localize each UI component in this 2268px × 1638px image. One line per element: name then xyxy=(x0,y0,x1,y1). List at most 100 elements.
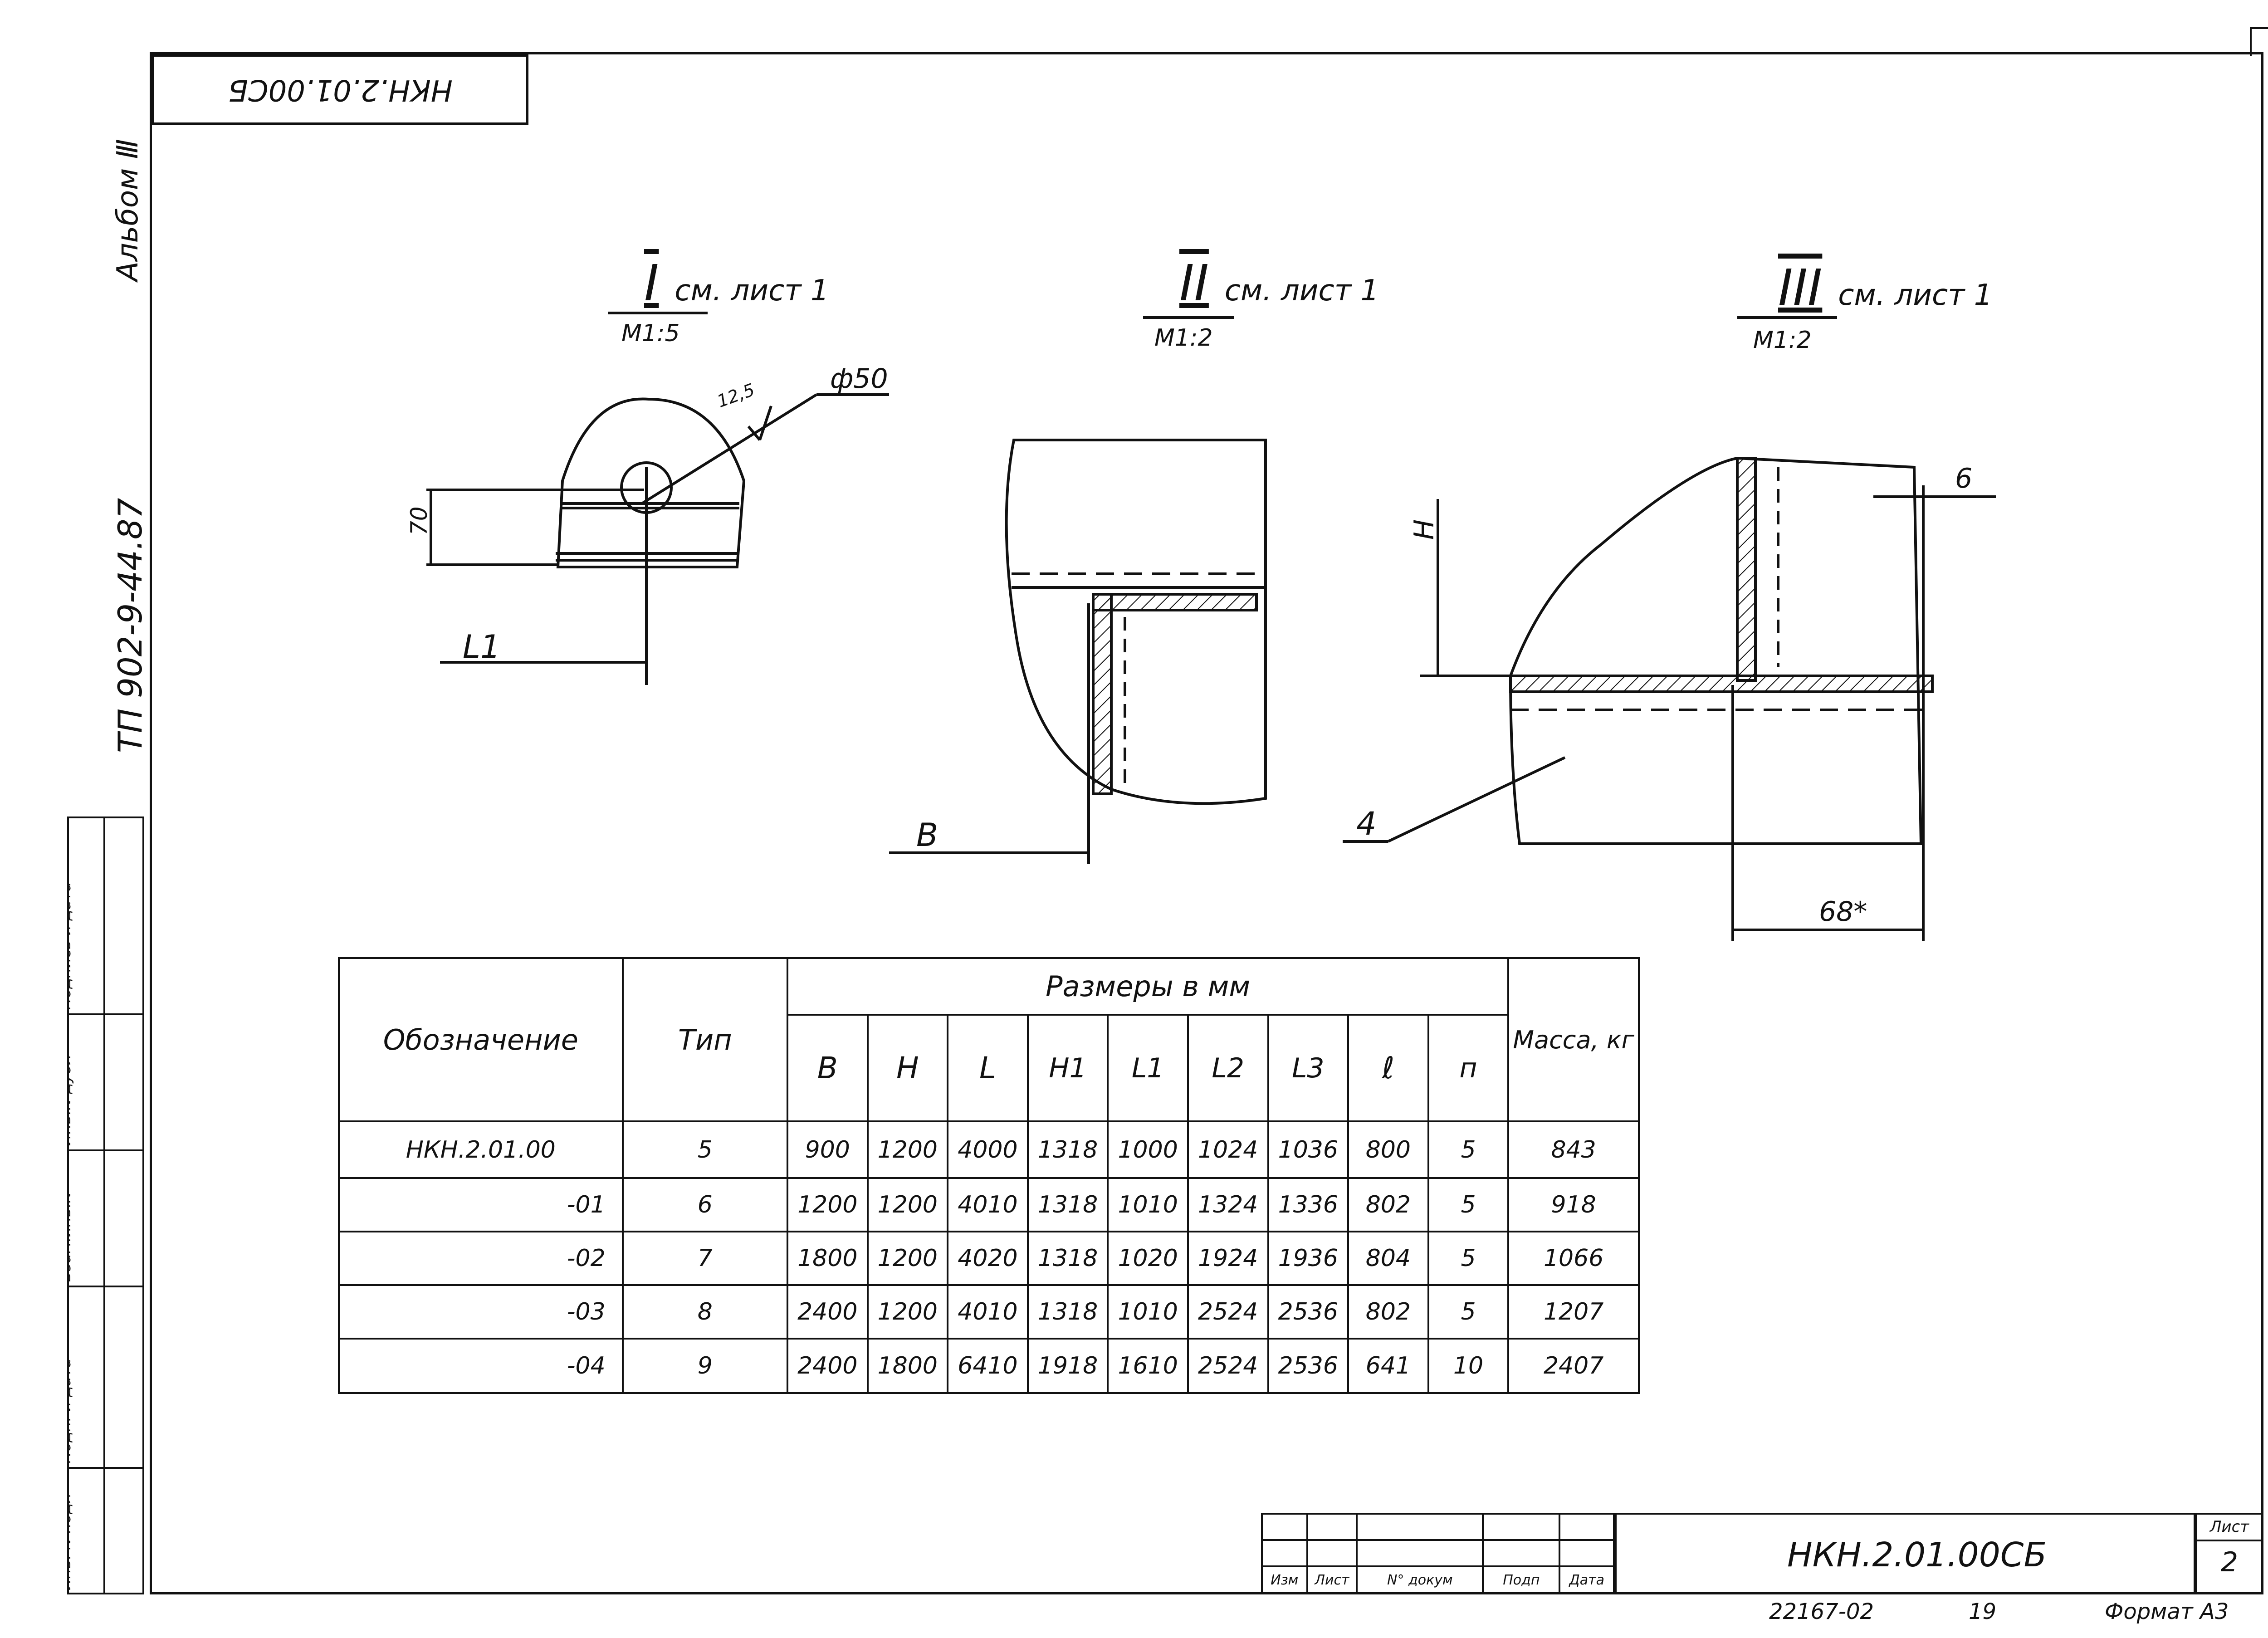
cell: 2524 xyxy=(1187,1284,1269,1340)
cell: 1200 xyxy=(866,1284,949,1340)
cell: 2536 xyxy=(1267,1338,1349,1394)
view-3-ref: см. лист 1 xyxy=(1838,279,1993,312)
view-3-body xyxy=(1509,456,1923,845)
cell: 1036 xyxy=(1267,1120,1349,1179)
side-stamp-column: Подпись и дата Инв.N дубл Взам.инв.N Под… xyxy=(67,817,144,1594)
cell: 5 xyxy=(1427,1284,1510,1340)
tb-label-sheet: Лист xyxy=(1306,1565,1358,1594)
spec-table: Обозначение Тип Размеры в мм Масса, кг В… xyxy=(338,957,1640,1394)
row-type: 8 xyxy=(621,1284,788,1340)
cell: 1010 xyxy=(1107,1177,1189,1232)
callout-4: 4 xyxy=(1356,805,1377,842)
hdr-col-ell: ℓ xyxy=(1347,1014,1429,1122)
cell: 1324 xyxy=(1187,1177,1269,1232)
cell: 2400 xyxy=(786,1284,869,1340)
cell: 1010 xyxy=(1107,1284,1189,1340)
row-mass: 2407 xyxy=(1507,1338,1640,1394)
title-block-code: НКН.2.01.00СБ xyxy=(1787,1535,2047,1574)
row-mass: 843 xyxy=(1507,1120,1640,1179)
corner-marker xyxy=(2250,27,2268,56)
stamp-box: НКН.2.01.00СБ xyxy=(152,54,528,125)
row-designation: -02 xyxy=(338,1231,624,1286)
cell: 1800 xyxy=(786,1231,869,1286)
side-cell-dup-inv: Инв.N дубл xyxy=(69,1013,142,1149)
view-2-body xyxy=(1005,439,1267,805)
hdr-designation: Обозначение xyxy=(338,957,624,1122)
sheet-label: Лист xyxy=(2197,1515,2262,1541)
dim-68: 68* xyxy=(1819,896,1867,928)
cell: 1936 xyxy=(1267,1231,1349,1286)
cell: 641 xyxy=(1347,1338,1429,1394)
cell: 1020 xyxy=(1107,1231,1189,1286)
cell: 1800 xyxy=(866,1338,949,1394)
hdr-col-h1: Н1 xyxy=(1026,1014,1109,1122)
row-designation: -04 xyxy=(338,1338,624,1394)
sheet-cell: Лист 2 xyxy=(2195,1513,2263,1594)
row-mass: 1066 xyxy=(1507,1231,1640,1286)
cell: 802 xyxy=(1347,1177,1429,1232)
footer-left: 22167-02 xyxy=(1769,1599,1874,1624)
cell: 10 xyxy=(1427,1338,1510,1394)
cell: 1336 xyxy=(1267,1177,1349,1232)
side-cell-replace-inv: Взам.инв.N xyxy=(69,1149,142,1286)
dim-6: 6 xyxy=(1955,463,1973,494)
view-1-ref: см. лист 1 xyxy=(675,274,829,308)
cell: 1024 xyxy=(1187,1120,1269,1179)
sheet-number: 2 xyxy=(2220,1546,2239,1578)
view-2-roman: II xyxy=(1179,254,1209,312)
side-divider xyxy=(103,817,105,1594)
hdr-mass: Масса, кг xyxy=(1507,957,1640,1122)
hdr-col-l3: L3 xyxy=(1267,1014,1349,1122)
row-designation: -03 xyxy=(338,1284,624,1340)
dim-b: В xyxy=(916,817,938,854)
cell: 1610 xyxy=(1107,1338,1189,1394)
view-1-title: I см. лист 1 xyxy=(644,254,829,312)
roughness-mark xyxy=(747,425,761,441)
row-type: 5 xyxy=(621,1120,788,1179)
cell: 1200 xyxy=(866,1231,949,1286)
view-2-scale: М1:2 xyxy=(1154,324,1213,352)
cell: 1318 xyxy=(1026,1284,1109,1340)
cell: 4000 xyxy=(947,1120,1029,1179)
hdr-col-n: п xyxy=(1427,1014,1510,1122)
row-type: 7 xyxy=(621,1231,788,1286)
hdr-type: Тип xyxy=(621,957,788,1122)
view-1-scale: М1:5 xyxy=(621,320,680,347)
cell: 4010 xyxy=(947,1284,1029,1340)
cell: 804 xyxy=(1347,1231,1429,1286)
cell: 1318 xyxy=(1026,1177,1109,1232)
tb-label-doc: N° докум xyxy=(1356,1565,1484,1594)
cell: 802 xyxy=(1347,1284,1429,1340)
cell: 1318 xyxy=(1026,1231,1109,1286)
title-block-grid: Изм Лист N° докум Подп Дата xyxy=(1261,1513,1615,1594)
footer-mid: 19 xyxy=(1969,1599,1997,1624)
view-2-title: II см. лист 1 xyxy=(1179,254,1379,312)
dim-70: 70 xyxy=(406,506,432,535)
table-row: -01 6 1200 1200 4010 1318 1010 1324 1336… xyxy=(338,1177,1640,1232)
cell: 2400 xyxy=(786,1338,869,1394)
cell: 1924 xyxy=(1187,1231,1269,1286)
table-row: -02 7 1800 1200 4020 1318 1020 1924 1936… xyxy=(338,1231,1640,1286)
cell: 5 xyxy=(1427,1120,1510,1179)
cell: 4010 xyxy=(947,1177,1029,1232)
cell: 6410 xyxy=(947,1338,1029,1394)
cell: 1000 xyxy=(1107,1120,1189,1179)
row-mass: 1207 xyxy=(1507,1284,1640,1340)
view-3-roman: III xyxy=(1778,259,1823,317)
row-mass: 918 xyxy=(1507,1177,1640,1232)
cell: 2524 xyxy=(1187,1338,1269,1394)
hdr-col-l2: L2 xyxy=(1187,1014,1269,1122)
cell: 900 xyxy=(786,1120,869,1179)
cell: 4020 xyxy=(947,1231,1029,1286)
view-3-title: III см. лист 1 xyxy=(1778,259,1992,317)
side-cell-sign-date: Подп. и дата xyxy=(69,1286,142,1467)
dim-h: Н xyxy=(1408,519,1440,540)
tb-label-sign: Подп xyxy=(1482,1565,1561,1594)
dim-diameter: ф50 xyxy=(830,363,888,395)
cell: 2536 xyxy=(1267,1284,1349,1340)
view-1-body xyxy=(556,397,746,568)
dim-l1: L1 xyxy=(463,628,501,665)
cell: 1318 xyxy=(1026,1120,1109,1179)
drawing-frame xyxy=(150,52,2263,1594)
